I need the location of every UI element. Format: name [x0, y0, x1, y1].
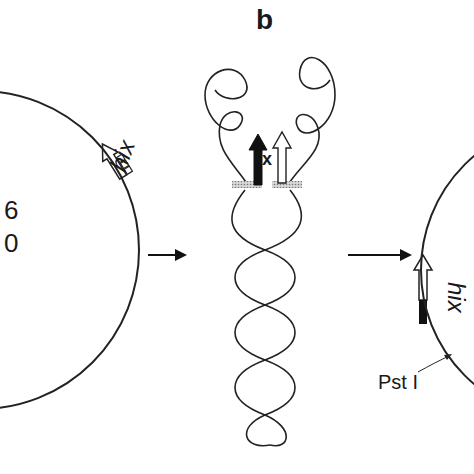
hix-site [414, 255, 432, 300]
panel-letter: b [256, 6, 273, 34]
supercoiled-dna [205, 58, 335, 446]
stippled-site [272, 181, 302, 188]
node-label: hix [106, 137, 139, 174]
node-label: x [262, 150, 272, 168]
black-segment [419, 300, 427, 324]
process-arrow [148, 249, 187, 261]
node-label: 0 [4, 230, 18, 256]
node-label: hix [444, 282, 468, 313]
open-arrow [273, 132, 291, 183]
plasmid-circle: hix 6 0 [0, 90, 140, 410]
node-label: Pst I [378, 372, 418, 392]
recombination-intermediate: x [195, 30, 340, 460]
process-arrow [348, 249, 412, 261]
node-label: 6 [4, 197, 18, 223]
leader-head [444, 354, 452, 360]
plasmid-circle: hixPst I [420, 120, 474, 420]
leader-line [418, 356, 449, 372]
